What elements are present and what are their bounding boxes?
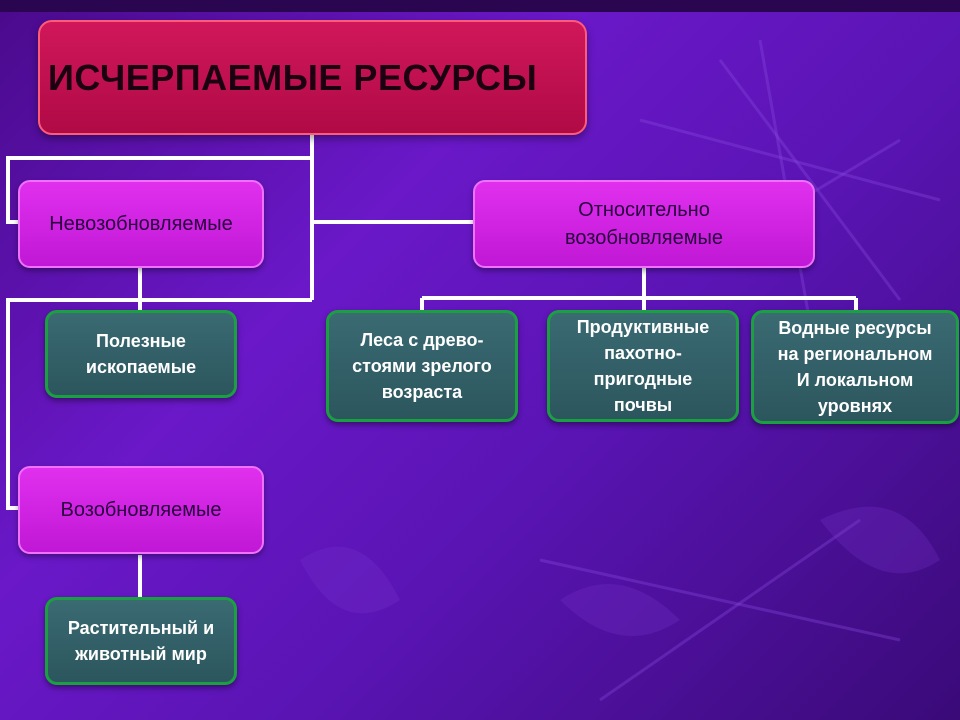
forests-box: Леса с древо- стоями зрелого возраста [326,310,518,422]
minerals-label-line1: Полезные [96,331,186,351]
minerals-label-line2: ископаемые [85,357,197,377]
minerals-box: Полезные ископаемые [45,310,237,398]
title-box: ИСЧЕРПАЕМЫЕ РЕСУРСЫ [38,20,587,135]
forests-label-line2: стоями зрелого [352,356,492,376]
flora-fauna-label-line2: животный мир [75,644,207,664]
soils-box: Продуктивные пахотно- пригодные почвы [547,310,739,422]
renewable-label: Возобновляемые [60,498,222,521]
soils-label-line3: пригодные [593,369,693,389]
renewable-box: Возобновляемые [18,466,264,554]
title-text: ИСЧЕРПАЕМЫЕ РЕСУРСЫ [48,56,538,98]
forests-label-line3: возраста [381,382,463,402]
water-label-line1: Водные ресурсы [778,318,932,338]
relatively-renewable-label-line2: возобновляемые [564,227,724,249]
water-label-line2: на региональном [777,344,933,364]
water-label-line4: уровнях [817,396,893,416]
water-box: Водные ресурсы на региональном И локальн… [751,310,959,424]
flora-fauna-box: Растительный и животный мир [45,597,237,685]
relatively-renewable-label-line1: Относительно [578,199,710,221]
soils-label-line4: почвы [613,395,673,415]
top-border-band [0,0,960,12]
nonrenewable-label: Невозобновляемые [49,212,233,235]
nonrenewable-box: Невозобновляемые [18,180,264,268]
soils-label-line2: пахотно- [604,343,682,363]
water-label-line3: И локальном [796,370,914,390]
forests-label-line1: Леса с древо- [360,330,484,350]
relatively-renewable-box: Относительно возобновляемые [473,180,815,268]
soils-label-line1: Продуктивные [576,317,710,337]
flora-fauna-label-line1: Растительный и [67,618,215,638]
